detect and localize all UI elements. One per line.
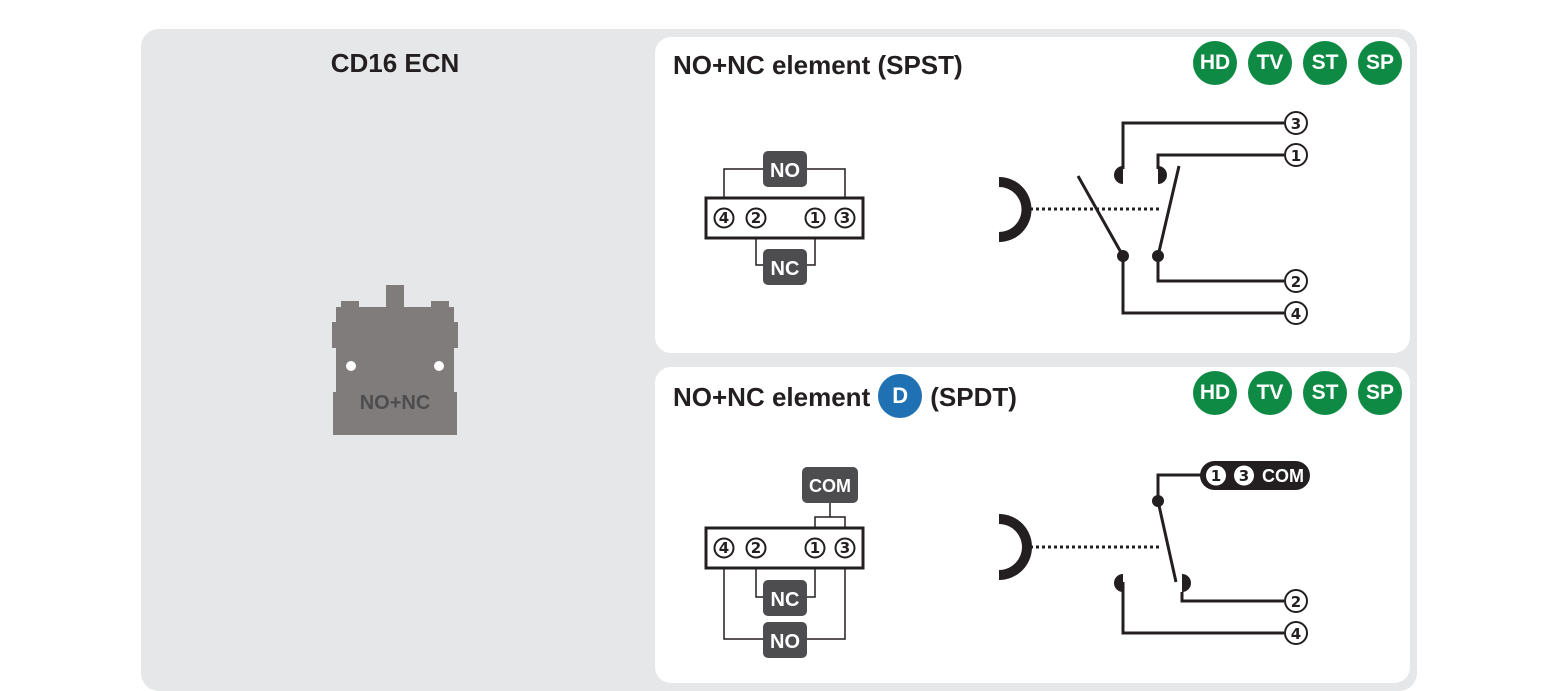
no-label: NO bbox=[770, 160, 800, 182]
com-label: COM bbox=[809, 476, 851, 496]
pin-label: 1 bbox=[810, 209, 820, 227]
terminal-label: 2 bbox=[1291, 273, 1301, 291]
pin-label: 2 bbox=[751, 539, 761, 557]
spst-terminal-block: 4 2 1 3 NO NC bbox=[704, 151, 865, 285]
spst-schematic: 3 1 2 4 bbox=[999, 111, 1308, 325]
badge-st: ST bbox=[1303, 41, 1347, 85]
terminal-label: 1 bbox=[1291, 147, 1301, 165]
pin-label: 4 bbox=[719, 209, 729, 227]
pin-label: 4 bbox=[719, 539, 729, 557]
nc-label: NC bbox=[771, 258, 800, 280]
component-label: NO+NC bbox=[360, 392, 431, 414]
badge-tv: TV bbox=[1248, 371, 1292, 415]
terminal-label: 4 bbox=[1291, 625, 1301, 643]
badge-tv: TV bbox=[1248, 41, 1292, 85]
spdt-title-text: NO+NC element bbox=[673, 381, 871, 412]
pin-label: 2 bbox=[751, 209, 761, 227]
pin-label: 3 bbox=[840, 209, 850, 227]
badge-hd: HD bbox=[1193, 371, 1237, 415]
d-badge: D bbox=[878, 374, 923, 418]
badge-st: ST bbox=[1303, 371, 1347, 415]
nc-label: NC bbox=[771, 589, 800, 611]
terminal-label: 2 bbox=[1291, 593, 1301, 611]
terminal-label: 4 bbox=[1291, 305, 1301, 323]
pin-label: 3 bbox=[840, 539, 850, 557]
terminal-label: 3 bbox=[1291, 115, 1301, 133]
spdt-schematic: 1 3 COM 2 4 bbox=[999, 461, 1310, 645]
badge-sp: SP bbox=[1358, 41, 1402, 85]
com-pin-label: 3 bbox=[1239, 467, 1249, 485]
spst-title: NO+NC element (SPST) bbox=[673, 50, 963, 80]
spdt-title-suffix: (SPDT) bbox=[930, 381, 1017, 412]
left-panel-title: CD16 ECN bbox=[330, 48, 460, 78]
pin-label: 1 bbox=[810, 539, 820, 557]
badge-hd: HD bbox=[1193, 41, 1237, 85]
spst-panel bbox=[655, 37, 1410, 353]
no-label: NO bbox=[770, 631, 800, 653]
spdt-terminal-block: 4 2 1 3 COM NC NO bbox=[704, 467, 865, 658]
badge-sp: SP bbox=[1358, 371, 1402, 415]
com-pin-label: 1 bbox=[1211, 467, 1221, 485]
com-terminal-label: COM bbox=[1262, 466, 1304, 486]
